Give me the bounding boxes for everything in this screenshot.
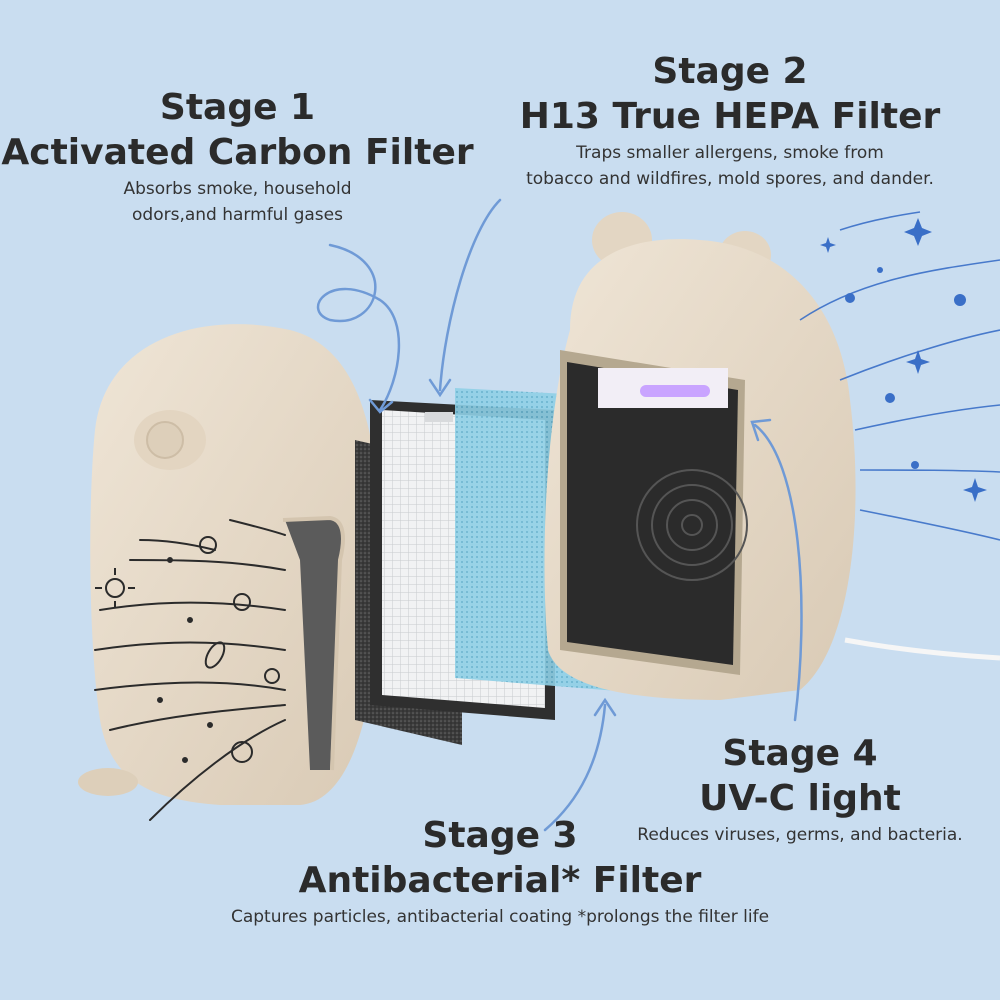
stage3-number: Stage 3 (422, 815, 578, 856)
purifier-rear-housing (544, 212, 1000, 700)
stage1-arrow (316, 243, 401, 412)
stage3-desc-line1: Captures particles, antibacterial coatin… (230, 907, 770, 927)
stage2-arrow (438, 198, 502, 392)
stage2-number: Stage 2 (652, 51, 808, 92)
stage1-desc-line2: odors,and harmful gases (132, 205, 343, 225)
clean-air-lines (799, 211, 1000, 541)
stage1-number: Stage 1 (159, 87, 316, 128)
stage2-name: H13 True HEPA Filter (519, 96, 941, 137)
dirty-air-lines (94, 519, 286, 821)
fan-grille (636, 469, 748, 581)
purifier-front-shell (78, 324, 380, 805)
stage3-label: Stage 3 Antibacterial* Filter Captures p… (120, 814, 880, 930)
stage-arrows (316, 198, 803, 832)
stage2-desc-line2: tobacco and wildfires, mold spores, and … (526, 169, 934, 189)
stage3-arrowhead (593, 697, 617, 717)
stage1-arrowhead (368, 398, 394, 414)
stage3-arrow (543, 703, 607, 832)
stage4-label: Stage 4 UV-C light Reduces viruses, germ… (600, 732, 1000, 848)
stage4-arrow (753, 423, 803, 722)
stage1-name: Activated Carbon Filter (1, 132, 474, 173)
sparkle-icons (820, 218, 987, 502)
stage4-name: UV-C light (699, 778, 901, 819)
stage4-arrowhead (750, 418, 772, 442)
stage2-arrowhead (428, 378, 452, 398)
stage1-desc-line1: Absorbs smoke, household (123, 179, 352, 199)
stage4-desc-line1: Reduces viruses, germs, and bacteria. (637, 825, 963, 845)
stage3-name: Antibacterial* Filter (298, 860, 702, 901)
stage4-number: Stage 4 (722, 733, 878, 774)
stage1-label: Stage 1 Activated Carbon Filter Absorbs … (0, 86, 475, 228)
germ-icons (95, 536, 280, 763)
stage2-desc-line1: Traps smaller allergens, smoke from (576, 143, 884, 163)
stage2-label: Stage 2 H13 True HEPA Filter Traps small… (500, 50, 960, 192)
